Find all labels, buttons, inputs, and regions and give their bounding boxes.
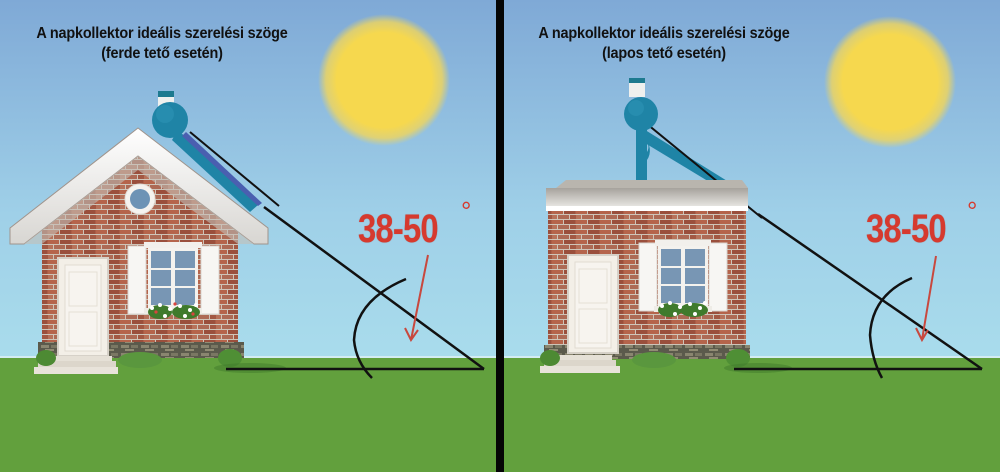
title-line-1: A napkollektor ideális szerelési szöge [538, 25, 790, 42]
title-sloped-roof: A napkollektor ideális szerelési szöge (… [13, 24, 311, 64]
sun-icon [824, 16, 956, 148]
angle-range-label: 38-50 [358, 207, 439, 251]
title-line-2: (lapos tető esetén) [602, 45, 726, 62]
solar-collector [152, 91, 280, 212]
angle-range-label: 38-50 [866, 207, 947, 251]
degree-symbol: ° [461, 196, 472, 226]
title-line-1: A napkollektor ideális szerelési szöge [36, 25, 288, 42]
house-flat-roof [540, 180, 792, 373]
house-sloped-roof [9, 127, 286, 374]
panel-sloped-roof: A napkollektor ideális szerelési szöge (… [0, 0, 496, 472]
sloped-roof-illustration [0, 0, 496, 472]
angle-diagram [734, 212, 983, 379]
sun-icon [318, 14, 450, 146]
grass [0, 358, 496, 472]
degree-symbol: ° [967, 196, 978, 226]
angle-arrow-icon [404, 254, 429, 342]
flat-roof-illustration [504, 0, 1000, 472]
angle-diagram [226, 205, 485, 379]
panel-flat-roof: A napkollektor ideális szerelési szöge (… [504, 0, 1000, 472]
grass [504, 358, 1000, 472]
panel-divider [496, 0, 504, 472]
angle-arrow-icon [915, 255, 937, 343]
title-line-2: (ferde tető esetén) [101, 45, 223, 62]
title-flat-roof: A napkollektor ideális szerelési szöge (… [515, 24, 813, 64]
